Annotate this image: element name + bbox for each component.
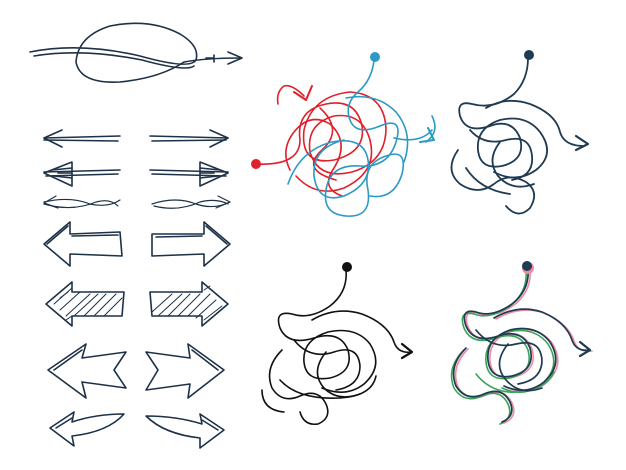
tangle-navy-icon: [450, 50, 590, 215]
right-curved-arrow-icon: [145, 413, 225, 449]
right-line-arrow-icon: [149, 129, 229, 148]
left-block-arrow-icon: [43, 221, 123, 267]
left-line-arrow-icon: [43, 129, 121, 148]
left-hatched-block-arrow-icon: [45, 281, 125, 327]
right-block-arrow-icon: [151, 221, 231, 267]
arrow-set: [43, 129, 231, 449]
tangle-red-blue-icon: [251, 52, 436, 217]
loop-arrow-icon: [29, 22, 243, 83]
right-hatched-block-arrow-icon: [149, 281, 229, 327]
tangle-offset-icon: [450, 261, 593, 425]
tangle-black-icon: [261, 262, 414, 426]
right-wavy-arrow-icon: [151, 195, 231, 209]
left-hatched-head-arrow-icon: [43, 161, 121, 187]
right-hatched-head-arrow-icon: [149, 161, 229, 187]
left-chevron-arrow-icon: [47, 343, 127, 399]
left-wavy-arrow-icon: [43, 195, 121, 209]
left-curved-arrow-icon: [49, 411, 125, 447]
right-chevron-arrow-icon: [145, 343, 225, 399]
